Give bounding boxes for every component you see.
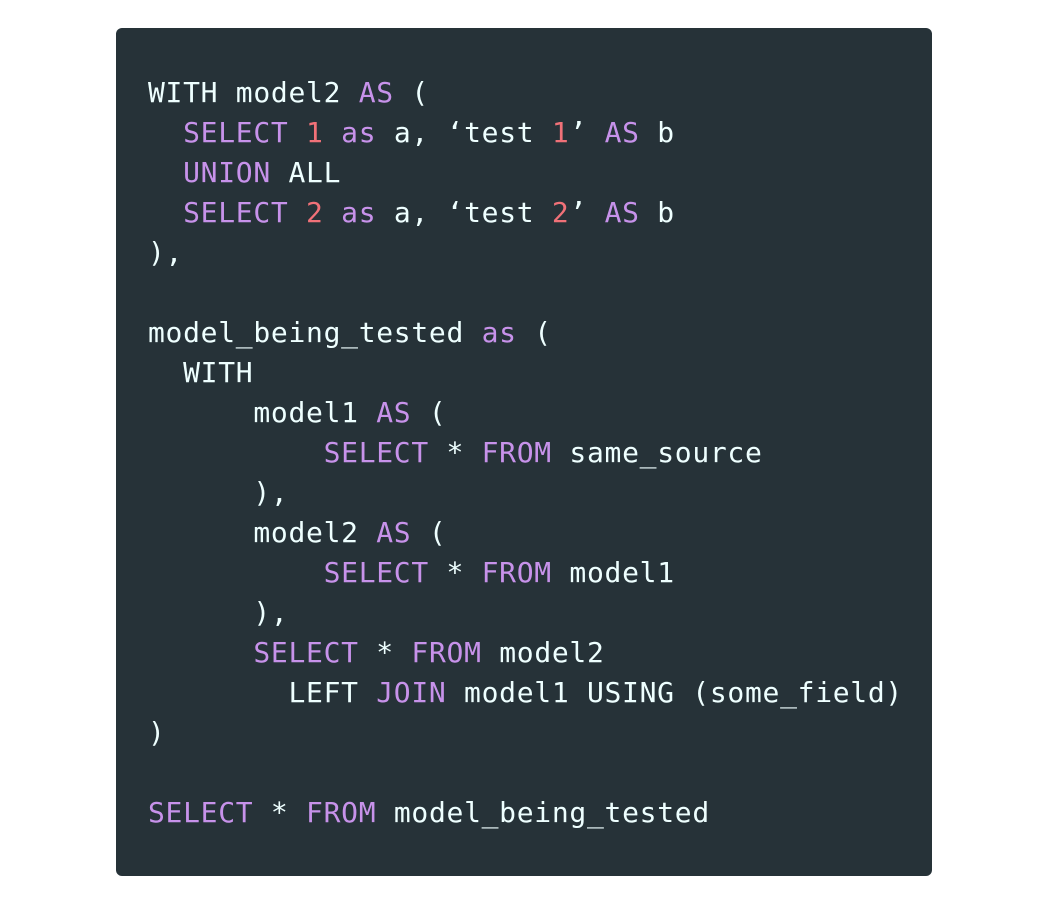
code-text: model1 <box>551 556 675 589</box>
code-line: SELECT * FROM model1 <box>148 553 932 593</box>
code-keyword: AS <box>376 396 412 429</box>
code-number: 1 <box>306 116 324 149</box>
code-text <box>148 556 324 589</box>
code-keyword: UNION <box>183 156 271 189</box>
code-text: WITH model2 <box>148 76 359 109</box>
code-line: SELECT * FROM same_source <box>148 433 932 473</box>
code-text: model_being_tested <box>376 796 710 829</box>
code-text <box>324 196 342 229</box>
code-line: ) <box>148 713 932 753</box>
code-text <box>148 196 183 229</box>
code-keyword: SELECT <box>323 436 429 469</box>
code-text: * <box>428 556 482 589</box>
code-keyword: JOIN <box>376 676 447 709</box>
code-text: * <box>428 436 482 469</box>
code-text: model2 <box>148 516 377 549</box>
code-text <box>324 116 342 149</box>
code-text: WITH <box>148 356 254 389</box>
code-text: ’ <box>569 116 605 149</box>
code-text: model1 <box>148 396 377 429</box>
code-line: ), <box>148 233 932 273</box>
code-text <box>148 636 253 669</box>
code-keyword: AS <box>376 516 412 549</box>
code-keyword: FROM <box>481 436 552 469</box>
code-text: a, ‘test <box>376 116 552 149</box>
code-text: ’ <box>569 196 605 229</box>
code-text: ( <box>411 516 447 549</box>
code-text: LEFT <box>148 676 377 709</box>
code-text: ( <box>411 396 447 429</box>
code-keyword: FROM <box>306 796 377 829</box>
code-line <box>148 273 932 313</box>
code-line <box>148 753 932 793</box>
code-keyword: AS <box>358 76 394 109</box>
code-text: ALL <box>270 156 342 189</box>
code-text: * <box>253 796 307 829</box>
code-text: ), <box>148 476 289 509</box>
code-keyword: FROM <box>481 556 552 589</box>
code-text <box>288 196 306 229</box>
code-keyword: FROM <box>411 636 482 669</box>
code-keyword: SELECT <box>183 196 289 229</box>
code-text: model_being_tested <box>148 316 482 349</box>
code-text: b <box>639 116 675 149</box>
code-keyword: as <box>341 196 377 229</box>
code-keyword: AS <box>604 116 640 149</box>
code-text: ( <box>516 316 552 349</box>
code-text: model2 <box>481 636 605 669</box>
code-keyword: SELECT <box>183 116 289 149</box>
code-keyword: SELECT <box>253 636 359 669</box>
code-line: ), <box>148 473 932 513</box>
code-line: SELECT * FROM model_being_tested <box>148 793 932 833</box>
code-line: WITH <box>148 353 932 393</box>
code-text <box>148 116 183 149</box>
code-keyword: as <box>481 316 517 349</box>
code-number: 2 <box>551 196 570 229</box>
code-line: model2 AS ( <box>148 513 932 553</box>
code-text: ), <box>148 596 289 629</box>
code-text <box>148 436 324 469</box>
code-text: ( <box>393 76 429 109</box>
code-text <box>288 116 306 149</box>
code-text: b <box>639 196 675 229</box>
code-keyword: as <box>341 116 377 149</box>
code-line: WITH model2 AS ( <box>148 73 932 113</box>
code-line: ), <box>148 593 932 633</box>
code-line: UNION ALL <box>148 153 932 193</box>
code-keyword: AS <box>604 196 640 229</box>
code-text: model1 USING (some_field) <box>446 676 903 709</box>
code-text: a, ‘test <box>376 196 552 229</box>
code-text: same_source <box>551 436 763 469</box>
code-text <box>148 156 183 189</box>
code-text: ), <box>148 236 184 269</box>
code-keyword: SELECT <box>148 796 254 829</box>
code-line: SELECT 1 as a, ‘test 1’ AS b <box>148 113 932 153</box>
sql-code[interactable]: WITH model2 AS ( SELECT 1 as a, ‘test 1’… <box>148 73 932 833</box>
code-line: SELECT 2 as a, ‘test 2’ AS b <box>148 193 932 233</box>
code-line: model_being_tested as ( <box>148 313 932 353</box>
code-line: SELECT * FROM model2 <box>148 633 932 673</box>
code-line: LEFT JOIN model1 USING (some_field) <box>148 673 932 713</box>
code-line: model1 AS ( <box>148 393 932 433</box>
code-number: 2 <box>306 196 324 229</box>
code-text: ) <box>148 716 166 749</box>
code-keyword: SELECT <box>323 556 429 589</box>
code-text: * <box>358 636 412 669</box>
code-number: 1 <box>551 116 570 149</box>
code-block: WITH model2 AS ( SELECT 1 as a, ‘test 1’… <box>116 28 932 876</box>
